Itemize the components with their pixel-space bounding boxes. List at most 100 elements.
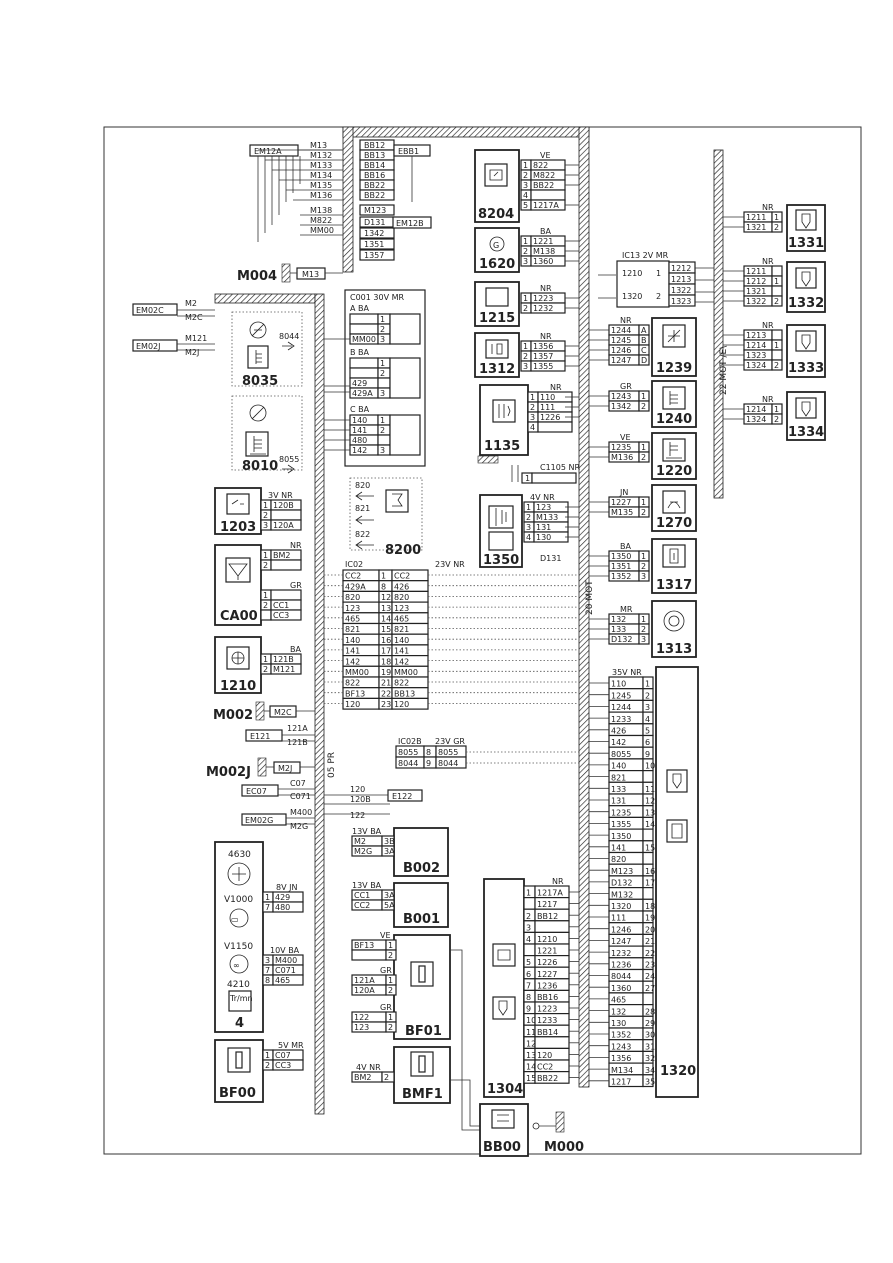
pin-label: 1211 — [746, 267, 766, 276]
component-1320[interactable]: 1320 — [655, 666, 699, 1098]
pin-cell — [381, 845, 395, 857]
pin-label: 3 — [380, 335, 385, 344]
pin-label: M134 — [611, 1066, 633, 1075]
component-1210[interactable]: 1210 — [214, 636, 262, 694]
connector-header: NR — [620, 316, 632, 325]
pin-label: M2 — [354, 837, 366, 846]
pin-label: 1226 — [540, 413, 560, 422]
svg-text:1239: 1239 — [656, 361, 692, 376]
component-1240[interactable]: 1240 — [651, 380, 697, 428]
wire-label: M136 — [310, 191, 332, 200]
connector-header: NR — [540, 284, 552, 293]
splice-e121: E121 121A 121B — [245, 724, 315, 747]
instrument-cluster[interactable]: 4630 V1000 ▭ V1150 ∞ 4210 Tr/mn 4 — [214, 841, 264, 1033]
component-8204[interactable]: 8204 — [474, 149, 520, 223]
pin-label: 11 — [645, 785, 655, 794]
pin-label: 1 — [774, 277, 779, 286]
svg-text:E121: E121 — [250, 732, 270, 741]
harness-bundles — [214, 126, 724, 1115]
pin-label: 465 — [611, 996, 626, 1005]
pin-label: CC2 — [537, 1063, 553, 1072]
pin-label: 1 — [265, 893, 270, 902]
component-bb00[interactable]: BB00 — [479, 1103, 529, 1157]
pin-cell — [270, 663, 302, 675]
component-bf01[interactable]: BF01 — [393, 934, 451, 1040]
component-8035[interactable]: 8035 — [231, 311, 303, 389]
pin-label: BM2 — [354, 1073, 371, 1082]
component-1350[interactable]: 1350 — [479, 494, 523, 568]
svg-text:M2C: M2C — [274, 708, 292, 717]
pin-label: 142 — [352, 446, 367, 455]
pin-cell — [349, 357, 379, 369]
component-1317[interactable]: 1317 — [651, 538, 697, 594]
component-1312[interactable]: 1312 — [474, 332, 520, 378]
pin-label: 22 — [645, 949, 655, 958]
svg-text:1: 1 — [525, 474, 530, 483]
pin-label: 1352 — [611, 572, 631, 581]
pin-label: 1355 — [533, 362, 553, 371]
splice-ebb1: EBB1 — [393, 144, 431, 202]
pin-label: 1322 — [746, 297, 766, 306]
pin-label: 121B — [273, 655, 294, 664]
component-bf00[interactable]: BF00 — [214, 1039, 264, 1103]
component-1203[interactable]: 1203 — [214, 487, 262, 535]
component-1304[interactable]: 1304 — [483, 878, 525, 1098]
wire-tag — [359, 204, 395, 216]
component-8200[interactable]: 820 821 822 8200 — [349, 477, 423, 558]
pin-label: 5 — [526, 958, 531, 967]
wire-label: M133 — [310, 161, 332, 170]
wire-label: M138 — [310, 206, 332, 215]
pin-label: 3 — [526, 923, 531, 932]
component-1270[interactable]: 1270 — [651, 484, 697, 532]
pin-label: C071 — [275, 966, 296, 975]
component-1135[interactable]: 1135 — [479, 384, 529, 456]
pin-label: 142 — [611, 738, 626, 747]
pin-label: M135 — [611, 508, 633, 517]
component-1220[interactable]: 1220 — [651, 432, 697, 480]
pin-label: BB22 — [537, 1074, 558, 1083]
svg-text:1135: 1135 — [484, 439, 520, 454]
pin-label: 1213 — [746, 331, 766, 340]
component-8010[interactable]: 8010 — [231, 395, 303, 474]
pin-label: 141 — [611, 844, 626, 853]
pin-label: 132 — [611, 615, 626, 624]
pin-label: 6 — [526, 970, 531, 979]
svg-text:8204: 8204 — [478, 207, 514, 222]
svg-text:M2C: M2C — [185, 313, 203, 322]
svg-text:M13: M13 — [302, 270, 319, 279]
pin-label: 2 — [641, 625, 646, 634]
svg-text:EM02C: EM02C — [136, 306, 164, 315]
component-b002[interactable]: B002 — [393, 827, 449, 877]
pin-label: 2 — [388, 1023, 393, 1032]
component-bmf1[interactable]: BMF1 — [393, 1046, 451, 1104]
svg-text:BMF1: BMF1 — [402, 1087, 443, 1102]
pin-label: 1320 — [611, 902, 631, 911]
component-1332[interactable]: 1332 — [786, 261, 826, 313]
component-ca00[interactable]: CA00 — [214, 544, 262, 626]
connector-header: VE — [620, 433, 631, 442]
pin-label: 34 — [645, 1066, 655, 1075]
connector-header: NR — [762, 321, 774, 330]
connector-header: JN — [619, 488, 628, 497]
component-1313[interactable]: 1313 — [651, 600, 697, 658]
pin-label: 27 — [645, 984, 655, 993]
component-1333[interactable]: 1333 — [786, 324, 826, 378]
component-1620[interactable]: G 1620 — [474, 227, 520, 273]
pin-label: 1351 — [611, 562, 631, 571]
svg-text:1350: 1350 — [483, 553, 519, 568]
connector-header: NR — [762, 395, 774, 404]
component-1331[interactable]: 1331 — [786, 204, 826, 252]
component-1215[interactable]: 1215 — [474, 281, 520, 327]
component-1239[interactable]: 1239 — [651, 317, 697, 377]
svg-text:4210: 4210 — [227, 980, 250, 990]
pin-cell — [270, 609, 302, 621]
harness-22-mot: 22 MOT /E\ — [719, 345, 729, 395]
pin-label: 133 — [611, 625, 626, 634]
component-1334[interactable]: 1334 — [786, 391, 826, 441]
pin-label: 1217A — [537, 889, 563, 898]
component-b001[interactable]: B001 — [393, 882, 449, 928]
